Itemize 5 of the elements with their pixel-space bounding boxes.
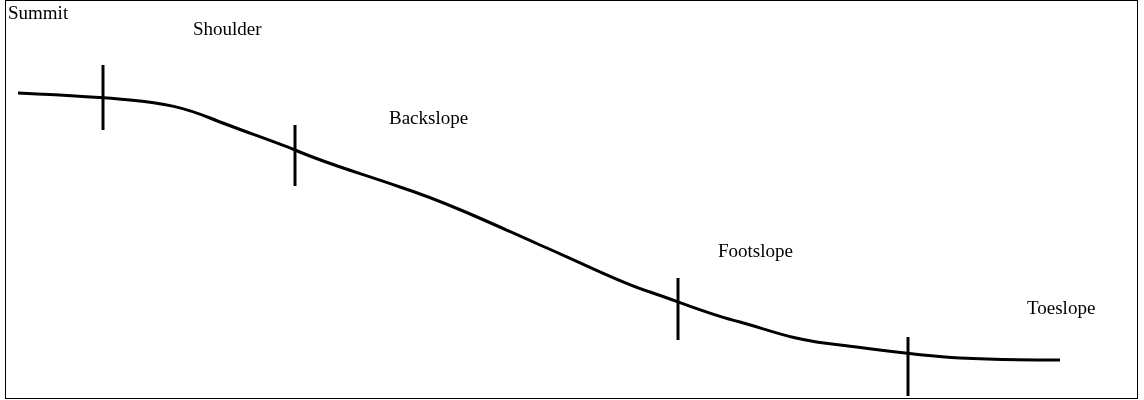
slope-position-label: Shoulder [193, 17, 262, 41]
slope-position-label: Backslope [389, 106, 469, 130]
slope-position-label: Summit [8, 1, 69, 25]
slope-position-label: Toeslope [1027, 296, 1096, 320]
slope-position-label: Footslope [718, 239, 793, 263]
